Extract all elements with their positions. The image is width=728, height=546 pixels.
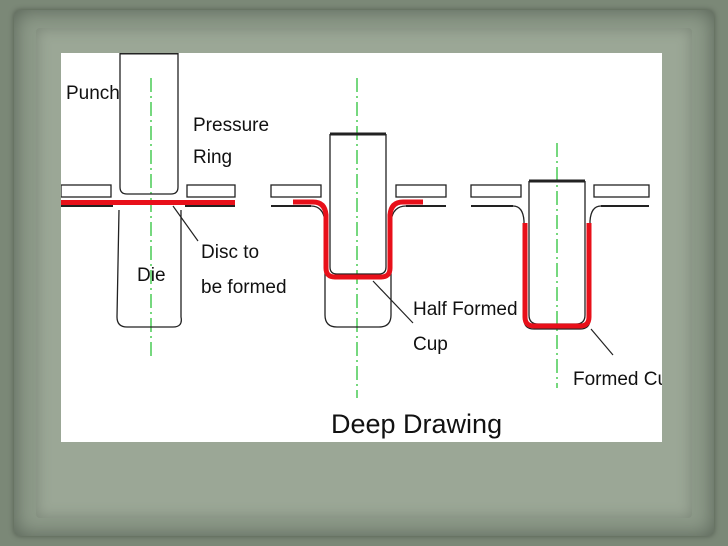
- diagram-title: Deep Drawing: [331, 409, 502, 439]
- stage-2-punch: [329, 134, 387, 275]
- stage-2-half-formed-cup: [293, 199, 423, 280]
- stage-2-pressure-ring-right: [395, 184, 447, 198]
- label-formed-cup: Formed Cup: [573, 369, 662, 390]
- stage-1-punch: [119, 53, 179, 195]
- stage-1-disc: [61, 200, 235, 205]
- stage-3: Formed Cup: [470, 143, 662, 390]
- stage-1: Punch Pressure Ring Disc to be formed Di…: [61, 53, 287, 358]
- stage-2: Half Formed Cup: [270, 78, 518, 398]
- label-pressure-ring-1: Pressure: [193, 115, 269, 136]
- stage-1-die: [116, 209, 182, 328]
- label-disc-2: be formed: [201, 277, 287, 298]
- stage-1-disc-leader: [172, 205, 199, 242]
- stage-3-die: [512, 205, 602, 330]
- deep-drawing-diagram: Punch Pressure Ring Disc to be formed Di…: [61, 53, 662, 439]
- stage-1-pressure-ring-left: [61, 184, 112, 198]
- label-die: Die: [137, 265, 166, 286]
- label-half-formed-1: Half Formed: [413, 299, 518, 320]
- stage-2-cup-leader: [372, 280, 414, 324]
- stage-3-pressure-ring-right: [593, 184, 650, 198]
- label-punch: Punch: [66, 83, 120, 104]
- label-disc-1: Disc to: [201, 242, 259, 263]
- stage-3-formed-cup: [522, 223, 592, 329]
- stage-2-pressure-ring-left: [270, 184, 322, 198]
- stage-1-pressure-ring-right: [186, 184, 236, 198]
- label-pressure-ring-2: Ring: [193, 147, 232, 168]
- label-half-formed-2: Cup: [413, 334, 448, 355]
- diagram-panel: Punch Pressure Ring Disc to be formed Di…: [61, 53, 662, 442]
- stage-3-cup-leader: [590, 328, 614, 356]
- stage-3-pressure-ring-left: [470, 184, 522, 198]
